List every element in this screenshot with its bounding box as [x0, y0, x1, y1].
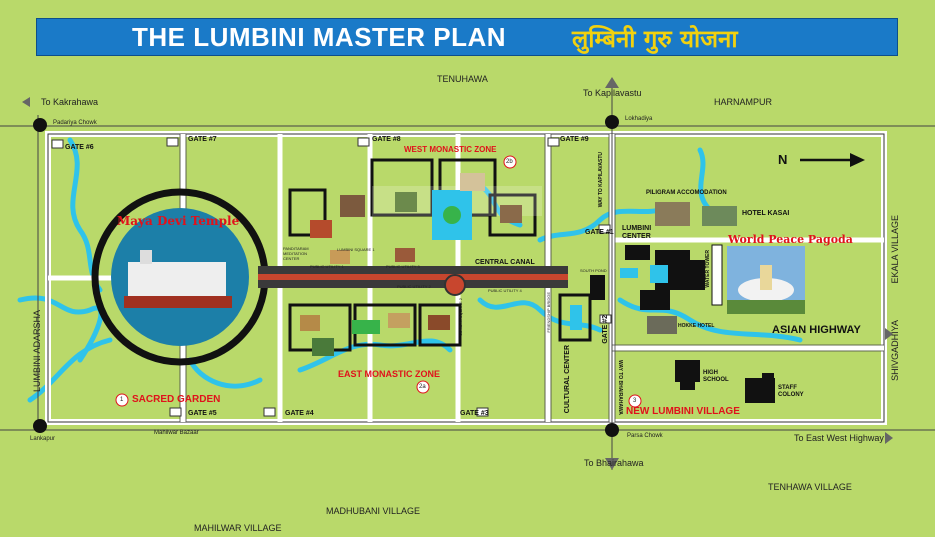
label-sacred-garden: SACRED GARDEN: [132, 394, 221, 405]
gate-4-label: GATE #4: [285, 410, 314, 417]
gate-2-label: GATE #2: [602, 315, 609, 344]
label-shivgadhiya: SHIVGADHIYA: [890, 320, 900, 381]
river-ne: [697, 147, 713, 213]
river-west-2: [67, 137, 103, 293]
river-west-3: [27, 337, 113, 403]
arrow-bhairahawa: [605, 458, 619, 470]
zone-number-circles: [115, 155, 642, 408]
label-mahilwar-bazaar: Mahilwar Bazaar: [154, 430, 199, 436]
zone-num-1: 1: [120, 397, 124, 403]
high-school-block: [675, 360, 700, 390]
label-to-bhairahawa: To Bhairahawa: [584, 458, 644, 468]
label-tenuhawa: TENUHAWA: [437, 74, 488, 84]
label-staff-colony: STAFF COLONY: [778, 385, 804, 398]
gate-1-label: GATE #1: [585, 229, 614, 236]
gate-5-label: GATE #5: [188, 410, 217, 417]
junction-padariya: [33, 118, 47, 132]
label-lumbini-adarsha: LUMBINI ADARSHA: [32, 310, 42, 393]
label-lokhadiya: Lokhadiya: [625, 116, 653, 122]
gate-9-label: GATE #9: [560, 136, 589, 143]
label-way-to-kapilavastu: WAY TO KAPILAVASTU: [598, 152, 604, 208]
arrow-kapilavastu: [605, 77, 619, 88]
junction-parsa: [605, 423, 619, 437]
cultural-center-block: [558, 293, 592, 342]
label-world-peace-pagoda: World Peace Pagoda: [728, 233, 853, 246]
arrow-kakrahawa: [22, 97, 30, 107]
label-public-utility-1: PUBLIC UTILITY 1: [310, 264, 344, 269]
village-blocks: [590, 245, 705, 310]
label-piligram-accomodation: PILIGRAM ACCOMODATION: [646, 190, 727, 196]
label-to-kapilavastu: To Kapilavastu: [583, 88, 642, 98]
water-tower: [711, 244, 723, 306]
page-title-nepali: लुम्बिनी गुरु योजना: [572, 25, 738, 53]
central-canal-strip: [258, 274, 568, 280]
arrow-east-west: [885, 432, 893, 444]
label-to-east-west-highway: To East West Highway: [794, 433, 884, 443]
hokke-photo: [647, 316, 677, 334]
peace-flame: [444, 274, 466, 296]
temple-building: [128, 262, 226, 297]
label-friendship-bridge: FRIENDSHIP BRIDGE: [546, 292, 551, 333]
north-label: N: [778, 152, 788, 167]
title-banner: [36, 18, 898, 56]
river-gate5: [187, 357, 263, 389]
label-asian-highway: ASIAN HIGHWAY: [772, 324, 861, 336]
label-way-to-bhairahawa: WAY TO BHAIRAHAWA: [617, 360, 623, 415]
zone-num-3: 3: [633, 398, 637, 404]
label-water-tower: WATER TOWER: [705, 250, 711, 288]
label-public-utility-4: PUBLIC UTILITY 4: [488, 288, 522, 293]
hotel-kasai-photo: [702, 206, 737, 226]
label-public-utility-3: PUBLIC UTILITY 3: [386, 264, 420, 269]
label-central-canal: CENTRAL CANAL: [475, 259, 535, 266]
zone-num-2b: 2b: [506, 159, 513, 165]
label-public-utility-2: PUBLIC UTILITY 2: [397, 284, 431, 289]
label-lankapur: Lankapur: [30, 436, 56, 442]
label-panditaram: PANDITARAM MEDITATION CENTER: [283, 246, 309, 261]
label-west-monastic-zone: WEST MONASTIC ZONE: [404, 145, 497, 154]
label-tenhawa-village: TENHAWA VILLAGE: [768, 482, 852, 492]
east-monastery-photos: [300, 313, 450, 356]
west-monastery-photos: [310, 173, 522, 264]
river-north: [537, 207, 663, 243]
label-ekala-village: EKALA VILLAGE: [890, 215, 900, 284]
label-to-kakrahawa: To Kakrahawa: [41, 97, 99, 107]
zone-num-2a: 2a: [419, 384, 426, 390]
label-harnampur: HARNAMPUR: [714, 97, 773, 107]
label-mahilwar-village: MAHILWAR VILLAGE: [194, 523, 282, 533]
gate-icons: [51, 137, 612, 417]
gate-7-label: GATE #7: [188, 136, 217, 143]
gate-3-label: GATE #3: [460, 410, 489, 417]
label-lumbini-square-2: LUMBINI SQUARE 2: [458, 298, 463, 336]
label-east-monastic-zone: EAST MONASTIC ZONE: [338, 369, 441, 379]
label-padariya-chowk: Padariya Chowk: [53, 120, 97, 126]
staff-colony-block: [745, 373, 775, 403]
label-maya-devi-temple: Maya Devi Temple: [117, 214, 240, 228]
label-lumbini-center: LUMBINI CENTER: [622, 225, 652, 240]
label-south-pond: SOUTH POND: [580, 268, 607, 273]
label-parsa-chowk: Parsa Chowk: [627, 433, 663, 439]
external-roads: [0, 85, 935, 470]
temple-base: [124, 296, 232, 308]
label-madhubani-village: MADHUBANI VILLAGE: [326, 506, 421, 516]
label-new-lumbini-village: NEW LUMBINI VILLAGE: [626, 406, 740, 417]
page-title: THE LUMBINI MASTER PLAN: [132, 22, 507, 52]
label-cultural-center: CULTURAL CENTER: [564, 345, 571, 414]
label-high-school: HIGH SCHOOL: [703, 370, 729, 383]
arrow-ekala: [885, 328, 893, 340]
north-arrow-head: [850, 153, 865, 167]
label-hokke-hotel: HOKKE HOTEL: [678, 323, 715, 329]
gate-8-label: GATE #8: [372, 136, 401, 143]
junction-lankapur: [33, 419, 47, 433]
label-lumbini-square-1: LUMBINI SQUARE 1: [337, 247, 375, 252]
label-hotel-kasai: HOTEL KASAI: [742, 210, 790, 217]
gate-6-label: GATE #6: [65, 144, 94, 151]
junction-lokhadiya: [605, 115, 619, 129]
west-monastic-blocks: [288, 158, 537, 237]
piligram-photo: [655, 202, 690, 226]
